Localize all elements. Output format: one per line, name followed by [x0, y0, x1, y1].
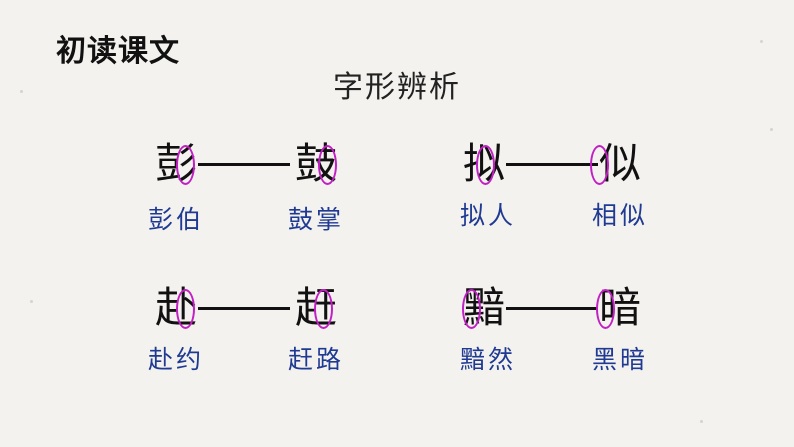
highlight-circle [476, 145, 495, 185]
connector-line [198, 307, 290, 310]
char-pair-1: 彭 鼓 彭伯 鼓掌 [148, 136, 358, 246]
highlight-circle [590, 145, 609, 185]
paper-speck [20, 90, 23, 93]
page-title: 初读课文 [56, 34, 180, 69]
left-word: 黯然 [459, 345, 516, 374]
char-pair-3: 赴 赶 赴约 赶路 [148, 280, 358, 390]
highlight-circle [318, 145, 337, 185]
highlight-circle [176, 289, 195, 329]
highlight-circle [596, 289, 615, 329]
highlight-circle [462, 289, 481, 329]
paper-speck [700, 420, 703, 423]
left-word: 彭伯 [147, 205, 204, 234]
page-subtitle: 字形辨析 [333, 70, 461, 105]
highlight-circle [176, 145, 195, 185]
right-word: 相似 [591, 201, 648, 230]
char-pair-2: 拟 似 拟人 相似 [456, 136, 666, 246]
left-word: 拟人 [459, 201, 516, 230]
char-pair-4: 黯 暗 黯然 黑暗 [456, 280, 666, 390]
right-word: 鼓掌 [287, 205, 344, 234]
highlight-circle [314, 289, 333, 329]
right-word: 黑暗 [591, 345, 648, 374]
connector-line [506, 307, 598, 310]
paper-speck [760, 40, 763, 43]
connector-line [198, 163, 290, 166]
paper-speck [770, 128, 773, 131]
left-word: 赴约 [147, 345, 204, 374]
right-word: 赶路 [287, 345, 344, 374]
connector-line [506, 163, 598, 166]
paper-speck [30, 300, 33, 303]
